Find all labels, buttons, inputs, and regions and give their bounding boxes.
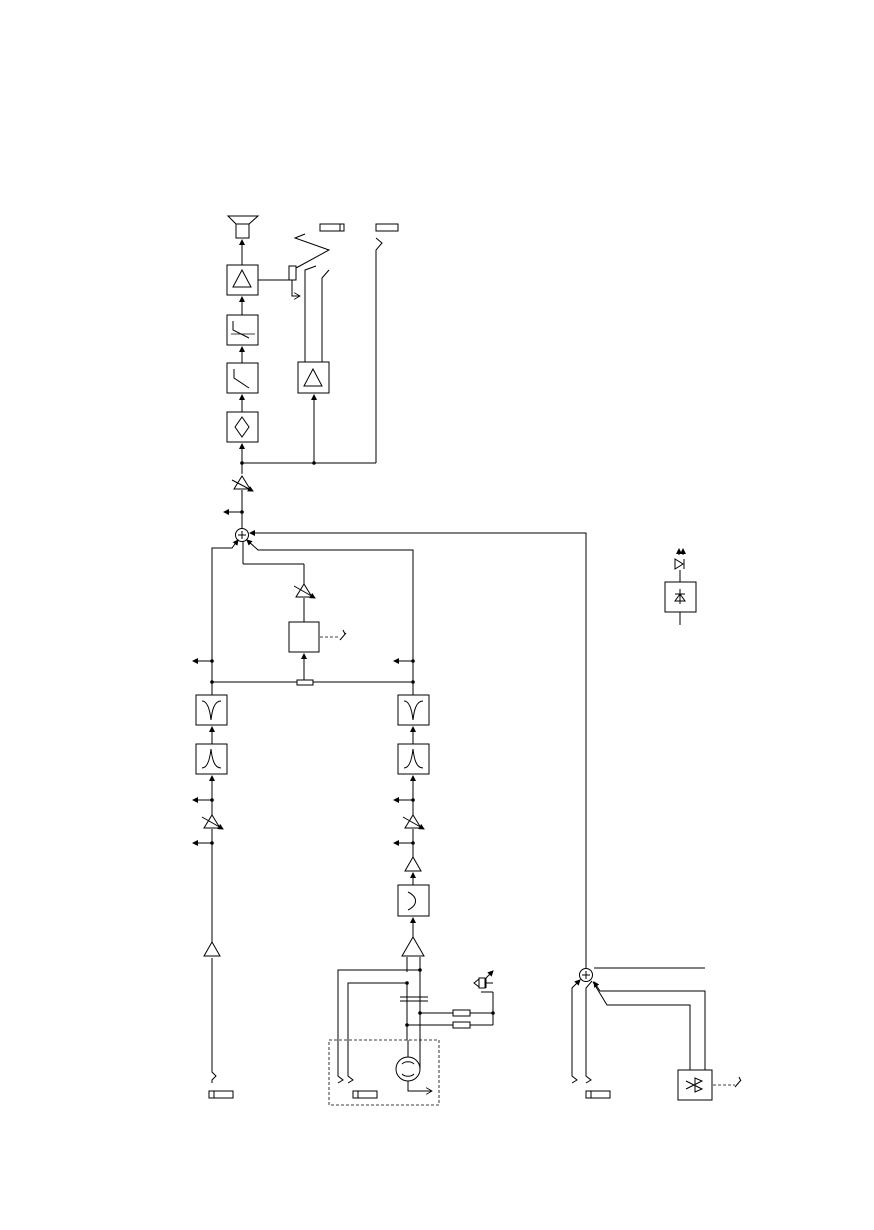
right-eq-highcut — [398, 695, 429, 725]
right-buffer — [405, 857, 421, 871]
left-eq-highcut — [196, 695, 227, 725]
balance-pot — [297, 680, 313, 685]
left-input-jack — [209, 1091, 233, 1098]
headphone-jack — [376, 224, 398, 231]
diamond-processor — [227, 412, 258, 442]
coupling-capacitors — [400, 997, 428, 1001]
reverb-send-gain — [294, 584, 315, 598]
left-preamp — [204, 942, 220, 956]
effects-processor — [289, 622, 319, 652]
right-highpass — [398, 885, 429, 916]
lowpass-filter — [227, 363, 258, 393]
line-out-amplifier — [298, 362, 329, 393]
bluetooth-module — [678, 1070, 712, 1100]
mic-preamp — [402, 937, 424, 956]
microphone-icon — [396, 1057, 420, 1081]
master-volume — [232, 476, 253, 491]
aux-input-jack — [586, 1091, 610, 1098]
right-eq-lowcut — [398, 744, 429, 774]
output-amplifier — [227, 265, 258, 295]
left-channel-gain — [202, 815, 223, 829]
compressor-characteristic — [227, 315, 258, 345]
right-channel-gain — [403, 815, 424, 829]
phantom-switch-icon — [474, 971, 493, 992]
mic-jack — [353, 1091, 377, 1098]
summing-junction-main — [236, 529, 249, 542]
power-rectifier — [665, 582, 696, 612]
speaker-out-jack — [320, 224, 344, 231]
summing-junction-aux — [580, 969, 593, 982]
left-eq-lowcut — [196, 744, 227, 774]
mic-enclosure — [329, 1040, 439, 1105]
power-led-icon — [675, 549, 684, 569]
loudspeaker-icon — [228, 216, 258, 238]
